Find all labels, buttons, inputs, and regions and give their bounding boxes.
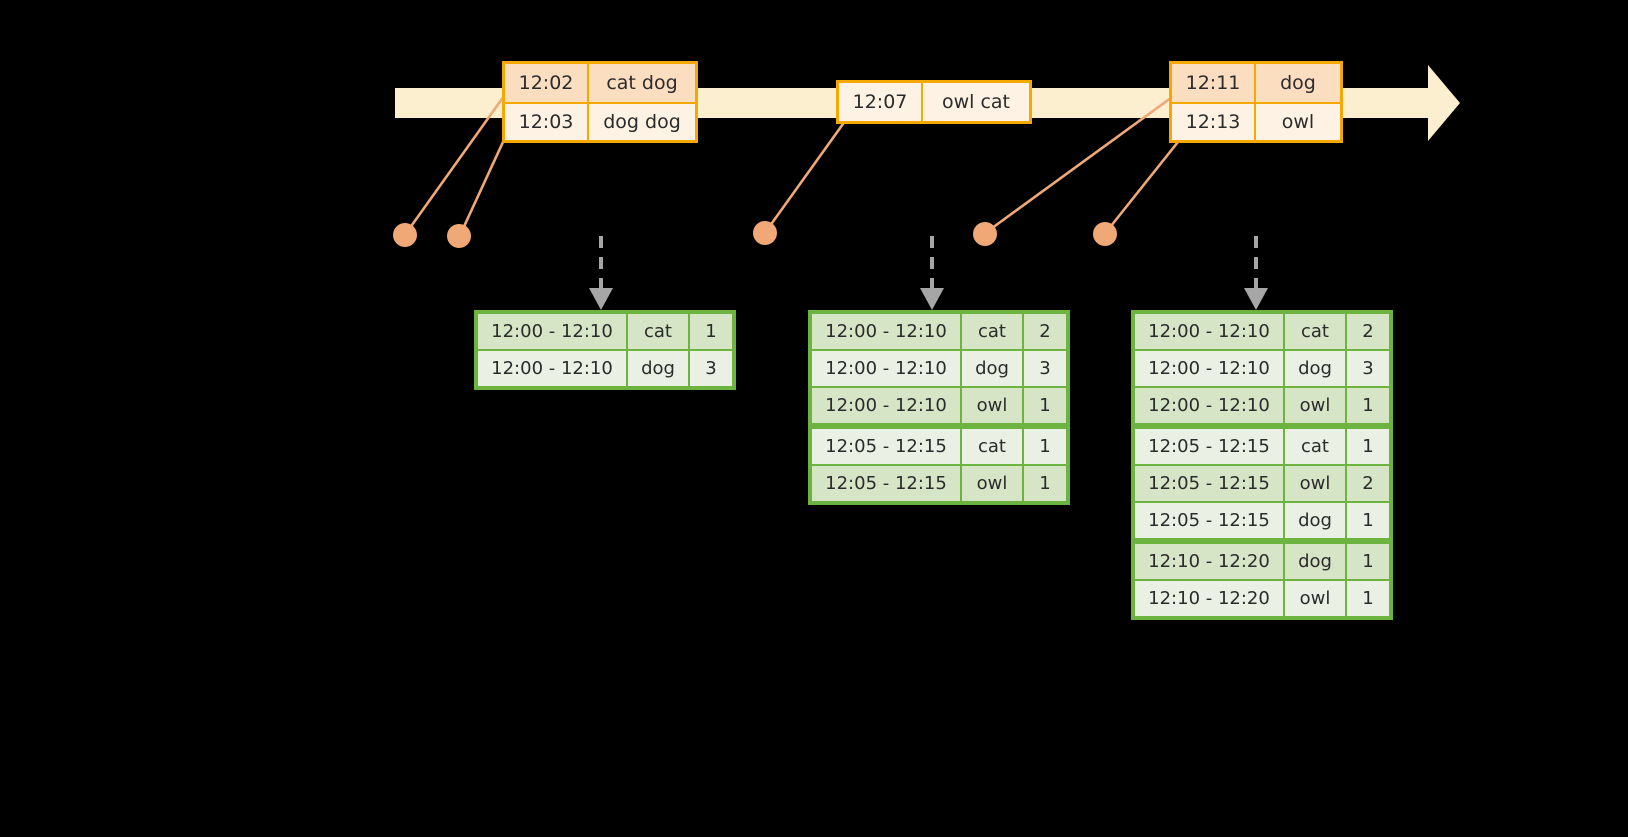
table-row[interactable]: 12:00 - 12:10 cat 1 — [477, 313, 733, 350]
cell-count: 1 — [690, 314, 732, 349]
event-value: owl cat — [941, 91, 1011, 113]
cell-count: 3 — [690, 351, 732, 386]
event-time: 12:13 — [1172, 104, 1256, 140]
cell-key: cat — [1285, 429, 1345, 464]
cell-count: 2 — [1347, 466, 1389, 501]
cell-key: dog — [1285, 544, 1345, 579]
cell-count: 1 — [1347, 429, 1389, 464]
table-row[interactable]: 12:00 - 12:10 cat 2 — [811, 313, 1067, 350]
table-row[interactable]: 12:00 - 12:10 dog 3 — [1134, 350, 1390, 387]
event-row[interactable]: 12:11 dog — [1172, 64, 1340, 102]
emit-arrows — [599, 236, 1258, 288]
cell-window: 12:05 - 12:15 — [812, 429, 960, 464]
cell-count: 2 — [1347, 314, 1389, 349]
cell-window: 12:00 - 12:10 — [1135, 351, 1283, 386]
dot-12-02 — [393, 223, 417, 247]
table-row[interactable]: 12:00 - 12:10 cat 2 — [1134, 313, 1390, 350]
cell-key: cat — [962, 314, 1022, 349]
cell-count: 1 — [1024, 466, 1066, 501]
cell-window: 12:05 - 12:15 — [1135, 429, 1283, 464]
result-table-1[interactable]: 12:00 - 12:10 cat 1 12:00 - 12:10 dog 3 — [474, 310, 736, 390]
event-row[interactable]: 12:03 dog dog — [505, 102, 695, 140]
trigger-dots — [393, 221, 1117, 248]
table-row[interactable]: 12:00 - 12:10 owl 1 — [811, 387, 1067, 424]
cell-window: 12:10 - 12:20 — [1135, 581, 1283, 616]
cell-window: 12:05 - 12:15 — [1135, 503, 1283, 538]
cell-count: 1 — [1024, 388, 1066, 423]
table-row[interactable]: 12:00 - 12:10 dog 3 — [811, 350, 1067, 387]
event-value: dog dog — [603, 111, 681, 133]
event-value: owl — [1281, 111, 1315, 133]
emit-arrowhead-1 — [589, 288, 613, 310]
cell-count: 1 — [1347, 581, 1389, 616]
event-time: 12:02 — [505, 64, 589, 102]
event-value: cat dog — [606, 72, 678, 94]
table-row[interactable]: 12:05 - 12:15 cat 1 — [811, 428, 1067, 465]
cell-key: dog — [1285, 351, 1345, 386]
dot-12-13 — [1093, 222, 1117, 246]
cell-window: 12:00 - 12:10 — [1135, 314, 1283, 349]
dot-12-11 — [973, 222, 997, 246]
event-group-2[interactable]: 12:07 owl cat — [836, 80, 1032, 124]
result-table-3[interactable]: 12:00 - 12:10 cat 2 12:00 - 12:10 dog 3 … — [1131, 310, 1393, 620]
group-separator — [1134, 539, 1390, 543]
cell-key: cat — [962, 429, 1022, 464]
event-group-3[interactable]: 12:11 dog 12:13 owl — [1169, 61, 1343, 143]
emit-arrowheads — [589, 288, 1268, 310]
emit-arrowhead-2 — [920, 288, 944, 310]
cell-key: cat — [628, 314, 688, 349]
table-row[interactable]: 12:05 - 12:15 dog 1 — [1134, 502, 1390, 539]
cell-window: 12:00 - 12:10 — [812, 388, 960, 423]
cell-key: owl — [962, 388, 1022, 423]
table-row[interactable]: 12:10 - 12:20 owl 1 — [1134, 580, 1390, 617]
cell-window: 12:00 - 12:10 — [812, 351, 960, 386]
event-row[interactable]: 12:07 owl cat — [839, 83, 1029, 121]
cell-key: owl — [1285, 388, 1345, 423]
group-separator — [1134, 424, 1390, 428]
cell-count: 3 — [1347, 351, 1389, 386]
cell-key: dog — [1285, 503, 1345, 538]
cell-key: dog — [962, 351, 1022, 386]
group-separator — [811, 424, 1067, 428]
cell-count: 1 — [1347, 388, 1389, 423]
cell-window: 12:00 - 12:10 — [478, 314, 626, 349]
table-row[interactable]: 12:05 - 12:15 owl 1 — [811, 465, 1067, 502]
cell-count: 3 — [1024, 351, 1066, 386]
table-row[interactable]: 12:00 - 12:10 owl 1 — [1134, 387, 1390, 424]
cell-window: 12:10 - 12:20 — [1135, 544, 1283, 579]
event-time: 12:11 — [1172, 64, 1256, 102]
event-value: dog — [1280, 72, 1316, 94]
table-row[interactable]: 12:05 - 12:15 cat 1 — [1134, 428, 1390, 465]
result-table-2[interactable]: 12:00 - 12:10 cat 2 12:00 - 12:10 dog 3 … — [808, 310, 1070, 505]
cell-key: dog — [628, 351, 688, 386]
cell-count: 2 — [1024, 314, 1066, 349]
cell-key: owl — [962, 466, 1022, 501]
cell-key: owl — [1285, 466, 1345, 501]
dot-12-03 — [447, 224, 471, 248]
cell-window: 12:05 - 12:15 — [1135, 466, 1283, 501]
event-time: 12:03 — [505, 104, 589, 140]
cell-window: 12:05 - 12:15 — [812, 466, 960, 501]
cell-count: 1 — [1347, 503, 1389, 538]
cell-count: 1 — [1024, 429, 1066, 464]
emit-arrowhead-3 — [1244, 288, 1268, 310]
cell-window: 12:00 - 12:10 — [812, 314, 960, 349]
cell-key: cat — [1285, 314, 1345, 349]
table-row[interactable]: 12:05 - 12:15 owl 2 — [1134, 465, 1390, 502]
event-row[interactable]: 12:02 cat dog — [505, 64, 695, 102]
event-time: 12:07 — [839, 83, 923, 121]
cell-window: 12:00 - 12:10 — [1135, 388, 1283, 423]
cell-key: owl — [1285, 581, 1345, 616]
cell-count: 1 — [1347, 544, 1389, 579]
table-row[interactable]: 12:00 - 12:10 dog 3 — [477, 350, 733, 387]
event-group-1[interactable]: 12:02 cat dog 12:03 dog dog — [502, 61, 698, 143]
event-row[interactable]: 12:13 owl — [1172, 102, 1340, 140]
table-row[interactable]: 12:10 - 12:20 dog 1 — [1134, 543, 1390, 580]
dot-12-07 — [753, 221, 777, 245]
cell-window: 12:00 - 12:10 — [478, 351, 626, 386]
